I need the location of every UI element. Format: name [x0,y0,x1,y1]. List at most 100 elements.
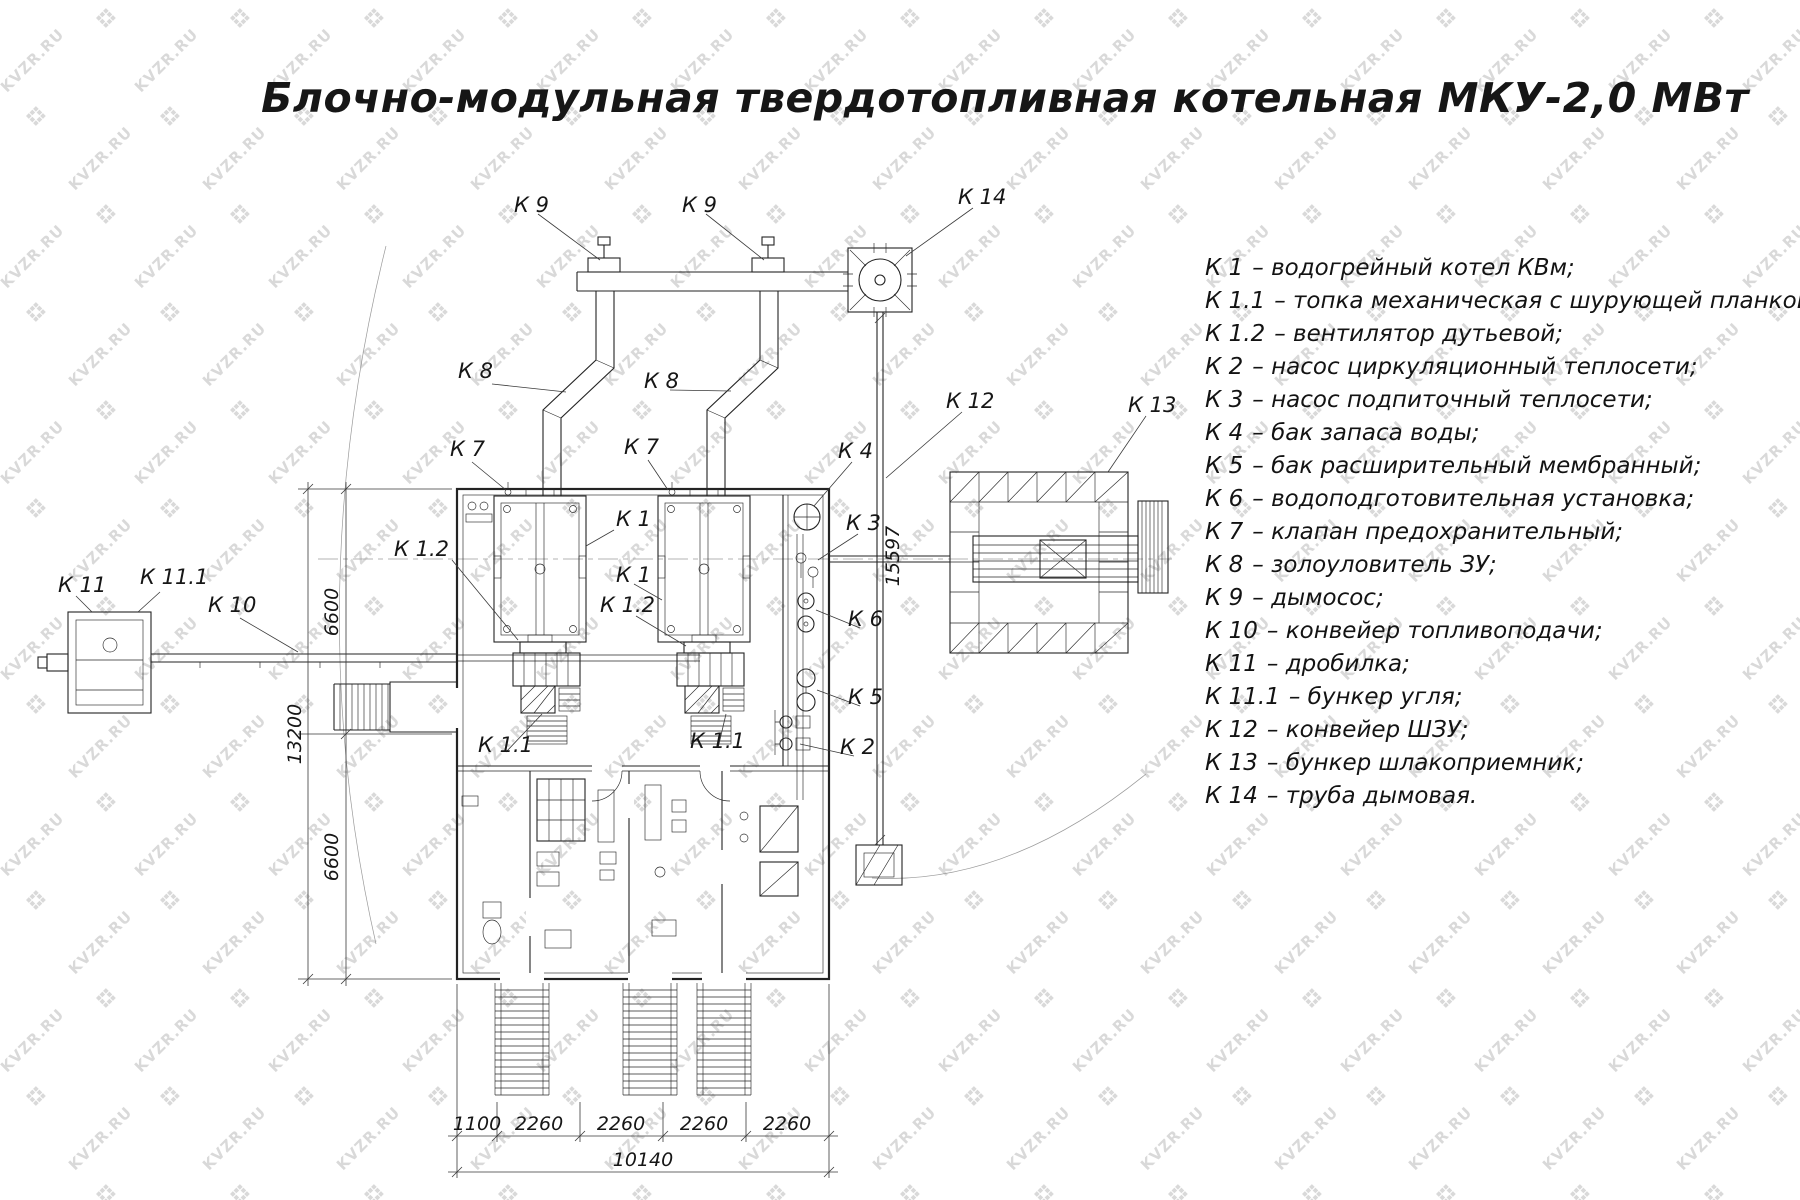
leader-lines [75,207,1147,757]
label-k1-2-right: К 1.2 [600,593,655,617]
label-k4: К 4 [838,439,873,463]
dim-1100: 1100 [453,1113,501,1135]
label-k8-left: К 8 [458,359,493,383]
dimensions: 6600 13200 6600 15597 1100 2260 2260 226… [284,312,904,1178]
legend-item-key: К 1.2 [1205,321,1266,347]
label-k14: К 14 [958,185,1006,209]
legend-item: К 3 – насос подпиточный теплосети; [1205,384,1800,417]
dim-10140: 10140 [613,1149,673,1171]
legend-item-key: К 13 [1205,750,1258,776]
crusher-k11-coal-bunker [37,611,152,714]
legend-item-desc: – бак расширительный мембранный; [1252,453,1702,479]
label-k7-right: К 7 [624,435,660,459]
legend-item: К 11 – дробилка; [1205,648,1800,681]
legend-item-desc: – труба дымовая. [1266,783,1478,809]
label-k3: К 3 [846,511,881,535]
exterior-stairs [333,681,752,1096]
conveyor-k10 [151,653,700,668]
legend-item-key: К 9 [1205,585,1244,611]
legend-item-desc: – бункер шлакоприемник; [1266,750,1585,776]
legend-item-key: К 1.1 [1205,288,1266,314]
legend-item-key: К 3 [1205,387,1244,413]
legend-item: К 11.1 – бункер угля; [1205,681,1800,714]
dim-13200: 13200 [284,704,306,764]
legend-item-desc: – насос подпиточный теплосети; [1252,387,1653,413]
legend-item-key: К 6 [1205,486,1244,512]
legend-item: К 8 – золоуловитель ЗУ; [1205,549,1800,582]
legend-item-desc: – насос циркуляционный теплосети; [1252,354,1698,380]
slag-conveyor-k12 [829,312,950,886]
flue-ducts-k8 [542,271,848,496]
legend-item-desc: – конвейер топливоподачи; [1266,618,1603,644]
label-k12: К 12 [946,389,994,413]
legend-item: К 9 – дымосос; [1205,582,1800,615]
legend-item-key: К 5 [1205,453,1244,479]
chimney-k14 [843,243,917,317]
legend-item-key: К 2 [1205,354,1244,380]
building-outline [451,487,831,986]
legend-item-key: К 8 [1205,552,1244,578]
legend-item-desc: – клапан предохранительный; [1252,519,1624,545]
legend-item: К 1.1 – топка механическая с шурующей пла… [1205,285,1800,318]
legend-item-key: К 12 [1205,717,1258,743]
legend-item-desc: – водоподготовительная установка; [1252,486,1695,512]
slag-bunker-k13 [949,471,1169,654]
safety-valves-k7 [504,482,676,496]
legend-item-key: К 14 [1205,783,1258,809]
label-k2: К 2 [840,735,875,759]
dim-2260-1: 2260 [515,1113,563,1135]
label-k6: К 6 [848,607,883,631]
legend-item: К 14 – труба дымовая. [1205,780,1800,813]
legend-item-desc: – конвейер ШЗУ; [1266,717,1469,743]
label-k9-left: К 9 [514,193,549,217]
legend-item: К 2 – насос циркуляционный теплосети; [1205,351,1800,384]
legend-item: К 13 – бункер шлакоприемник; [1205,747,1800,780]
legend-item-key: К 11.1 [1205,684,1280,710]
legend-item-desc: – водогрейный котел КВм; [1252,255,1575,281]
label-k11-1: К 11.1 [140,565,208,589]
label-k1-first: К 1 [616,507,651,531]
legend-item-desc: – бак запаса воды; [1252,420,1480,446]
dim-2260-4: 2260 [763,1113,811,1135]
legend-item-key: К 1 [1205,255,1244,281]
equipment-column [774,503,821,800]
legend-item-desc: – дымосос; [1252,585,1384,611]
dim-6600-top: 6600 [321,588,343,636]
legend-item: К 10 – конвейер топливоподачи; [1205,615,1800,648]
legend-item: К 4 – бак запаса воды; [1205,417,1800,450]
legend-item-desc: – топка механическая с шурующей планкой; [1274,288,1800,314]
legend-item: К 1 – водогрейный котел КВм; [1205,252,1800,285]
label-k1-1-right: К 1.1 [690,729,745,753]
legend-item: К 5 – бак расширительный мембранный; [1205,450,1800,483]
dim-15597: 15597 [882,526,904,586]
legend-item-key: К 7 [1205,519,1244,545]
legend: К 1 – водогрейный котел КВм; К 1.1 – топка … [1205,252,1800,813]
legend-item: К 6 – водоподготовительная установка; [1205,483,1800,516]
label-k5: К 5 [848,685,883,709]
dim-2260-2: 2260 [597,1113,645,1135]
label-k9-right: К 9 [682,193,717,217]
label-k1-1-left: К 1.1 [478,733,533,757]
label-k11: К 11 [58,573,106,597]
legend-item: К 7 – клапан предохранительный; [1205,516,1800,549]
drawing-title: Блочно-модульная твердотопливная котельн… [261,74,1750,122]
legend-item-desc: – бункер угля; [1288,684,1463,710]
label-k1-2-left: К 1.2 [394,537,449,561]
label-k8-right: К 8 [644,369,679,393]
legend-item: К 1.2– вентилятор дутьевой; [1205,318,1800,351]
legend-item-key: К 10 [1205,618,1258,644]
label-k1-second: К 1 [616,563,651,587]
equipment-labels: К 9 К 9 К 14 К 8 К 8 К 7 К 7 К 4 К 1 К 3… [58,185,1176,759]
legend-item-key: К 4 [1205,420,1244,446]
construction-lines [318,245,1172,945]
legend-item-desc: – золоуловитель ЗУ; [1252,552,1497,578]
dim-2260-3: 2260 [680,1113,728,1135]
building-interior [457,495,829,973]
legend-item: К 12 – конвейер ШЗУ; [1205,714,1800,747]
label-k7-left: К 7 [450,437,486,461]
legend-item-key: К 11 [1205,651,1258,677]
legend-item-desc: – дробилка; [1266,651,1410,677]
